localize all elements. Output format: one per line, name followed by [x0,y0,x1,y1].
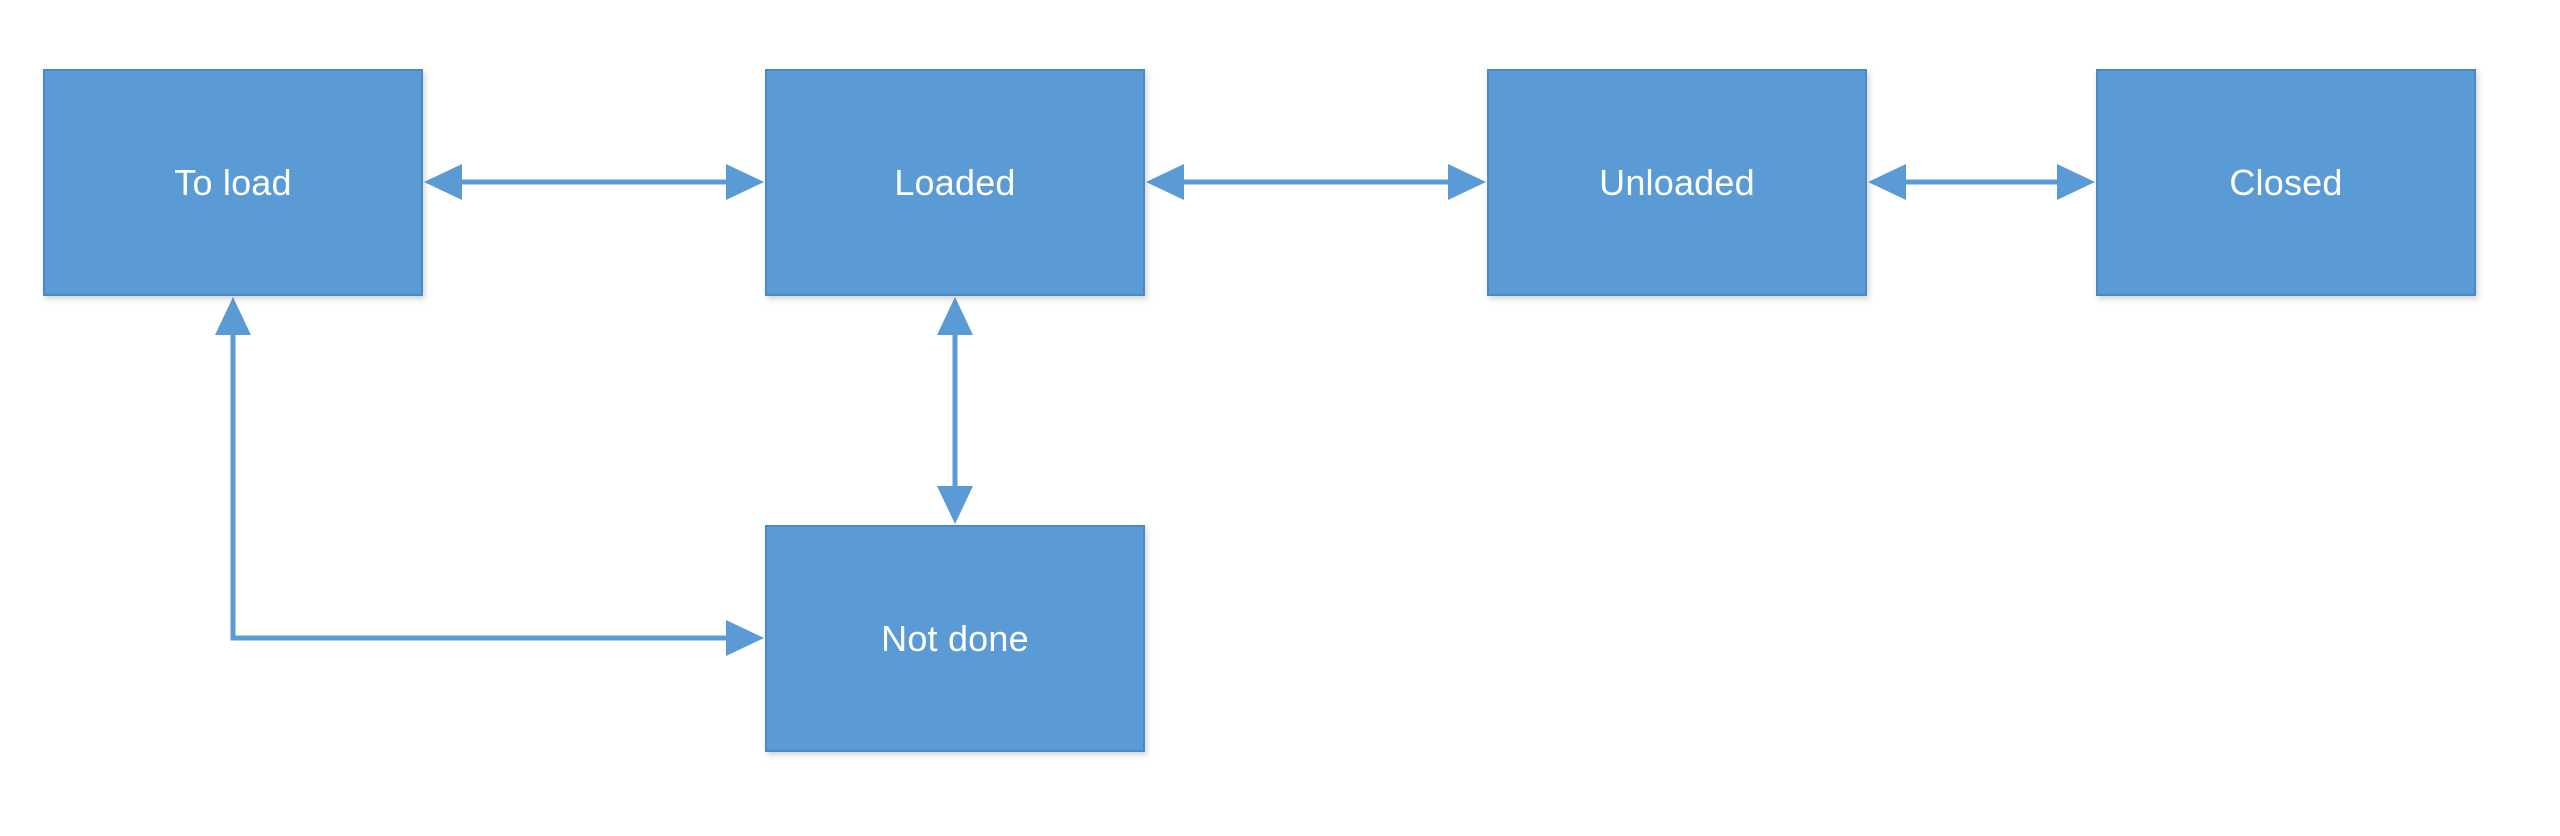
node-label: Not done [881,617,1029,659]
arrowhead-left-icon [424,164,462,200]
node-label: Closed [2229,161,2343,203]
node-label: Unloaded [1599,161,1755,203]
node-label: Loaded [894,161,1016,203]
arrowhead-left-icon [1868,164,1906,200]
arrowhead-up-icon [937,297,973,335]
node-label: To load [174,161,292,203]
state-node-not-done[interactable]: Not done [765,525,1145,752]
state-node-unloaded[interactable]: Unloaded [1487,69,1867,296]
state-node-to-load[interactable]: To load [43,69,423,296]
arrowhead-left-icon [1146,164,1184,200]
arrowhead-right-icon [726,164,764,200]
edge-to-load-not-done [230,333,728,641]
arrowhead-right-icon [2057,164,2095,200]
state-node-closed[interactable]: Closed [2096,69,2476,296]
arrowhead-down-icon [937,486,973,524]
arrowhead-right-icon [1448,164,1486,200]
arrowhead-right-icon [726,620,764,656]
arrowhead-up-icon [215,297,251,335]
state-node-loaded[interactable]: Loaded [765,69,1145,296]
